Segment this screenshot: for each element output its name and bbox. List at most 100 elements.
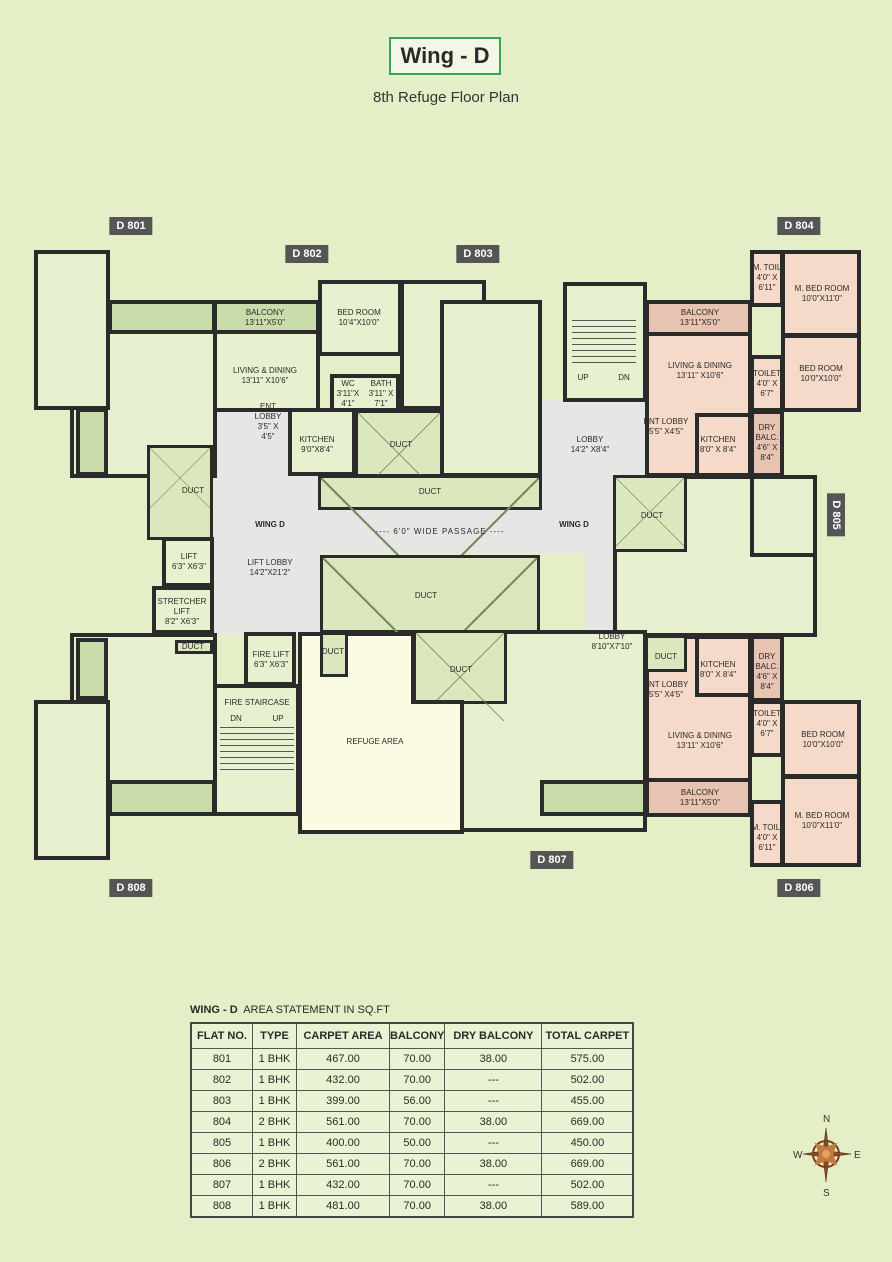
- cell-carpet-area: 561.00: [296, 1111, 390, 1133]
- col-carpet-area: CARPET AREA: [296, 1022, 390, 1049]
- cell-carpet-area: 399.00: [296, 1090, 390, 1112]
- cell-flat-no: 808: [190, 1195, 253, 1218]
- unit-806-toilet: [750, 700, 784, 757]
- unit-tag-801: D 801: [109, 217, 153, 235]
- unit-807-balcony: [540, 780, 647, 816]
- cell-flat-no: 807: [190, 1174, 253, 1196]
- cell-type: 1 BHK: [252, 1195, 297, 1218]
- lift: [162, 537, 214, 587]
- unit-808-balcony: [108, 780, 216, 816]
- refuge-area: [298, 632, 415, 834]
- cell-total-carpet: 669.00: [541, 1111, 634, 1133]
- duct-806: [645, 635, 687, 672]
- cell-dry-balcony: 38.00: [444, 1111, 543, 1133]
- label-wing-d: WING D: [559, 520, 589, 529]
- unit-804-mbed: [781, 250, 861, 337]
- cell-dry-balcony: ---: [444, 1132, 543, 1154]
- cell-balcony: 70.00: [388, 1174, 446, 1196]
- cell-total-carpet: 589.00: [541, 1195, 634, 1218]
- unit-tag-806: D 806: [777, 879, 821, 897]
- stairs-icon: [572, 318, 636, 368]
- cell-type: 2 BHK: [252, 1153, 297, 1175]
- cell-flat-no: 806: [190, 1153, 253, 1175]
- fire-stairs-icon: [220, 725, 294, 775]
- label-refuge-area: REFUGE AREA: [346, 737, 404, 746]
- unit-802-kitchen: [288, 408, 356, 476]
- refuge-area-ext: [411, 700, 464, 834]
- cell-dry-balcony: ---: [444, 1174, 543, 1196]
- stretcher-lift: [152, 586, 214, 634]
- col-type: TYPE: [252, 1022, 297, 1049]
- unit-tag-808: D 808: [109, 879, 153, 897]
- label-duct: DUCT: [181, 486, 205, 495]
- unit-tag-802: D 802: [285, 245, 329, 263]
- cell-carpet-area: 432.00: [296, 1069, 390, 1091]
- fire-lift: [244, 632, 296, 686]
- label-fire-stair-dn: DN: [230, 714, 242, 723]
- unit-808-dry-balcony: [76, 638, 108, 700]
- label-fire-stair-up: UP: [272, 714, 284, 723]
- label-duct: DUCT: [414, 591, 438, 600]
- cell-flat-no: 801: [190, 1048, 253, 1070]
- cell-total-carpet: 450.00: [541, 1132, 634, 1154]
- cell-type: 1 BHK: [252, 1174, 297, 1196]
- cell-dry-balcony: ---: [444, 1090, 543, 1112]
- cell-balcony: 70.00: [388, 1153, 446, 1175]
- cell-total-carpet: 502.00: [541, 1174, 634, 1196]
- cell-total-carpet: 455.00: [541, 1090, 634, 1112]
- cell-total-carpet: 575.00: [541, 1048, 634, 1070]
- table-header-row: FLAT NO. TYPE CARPET AREA BALCONY DRY BA…: [190, 1022, 634, 1049]
- unit-tag-803: D 803: [456, 245, 500, 263]
- cell-carpet-area: 400.00: [296, 1132, 390, 1154]
- compass-n: N: [823, 1114, 830, 1125]
- unit-803-living: [440, 300, 542, 477]
- wing-title-text: Wing - D: [400, 43, 490, 68]
- cell-flat-no: 803: [190, 1090, 253, 1112]
- cell-total-carpet: 502.00: [541, 1069, 634, 1091]
- col-total-carpet: TOTAL CARPET: [541, 1022, 634, 1049]
- cell-type: 1 BHK: [252, 1090, 297, 1112]
- compass-e: E: [854, 1150, 861, 1161]
- unit-802-bedroom: [318, 280, 402, 356]
- compass-w: W: [793, 1150, 803, 1161]
- cell-balcony: 50.00: [388, 1132, 446, 1154]
- cell-flat-no: 802: [190, 1069, 253, 1091]
- unit-804-kitchen: [695, 413, 752, 477]
- label-duct: DUCT: [654, 652, 678, 661]
- col-flat-no: FLAT NO.: [190, 1022, 253, 1049]
- unit-808-bedroom: [34, 700, 110, 860]
- duct-802: [355, 410, 443, 495]
- plan-subtitle: 8th Refuge Floor Plan: [373, 89, 519, 106]
- compass-rose-icon: N S W E: [793, 1114, 861, 1198]
- unit-tag-805: D 805: [827, 493, 845, 537]
- unit-806-mtoil: [750, 800, 784, 867]
- unit-804-balcony: [645, 300, 752, 336]
- duct-808: [175, 640, 213, 654]
- cell-balcony: 70.00: [388, 1069, 446, 1091]
